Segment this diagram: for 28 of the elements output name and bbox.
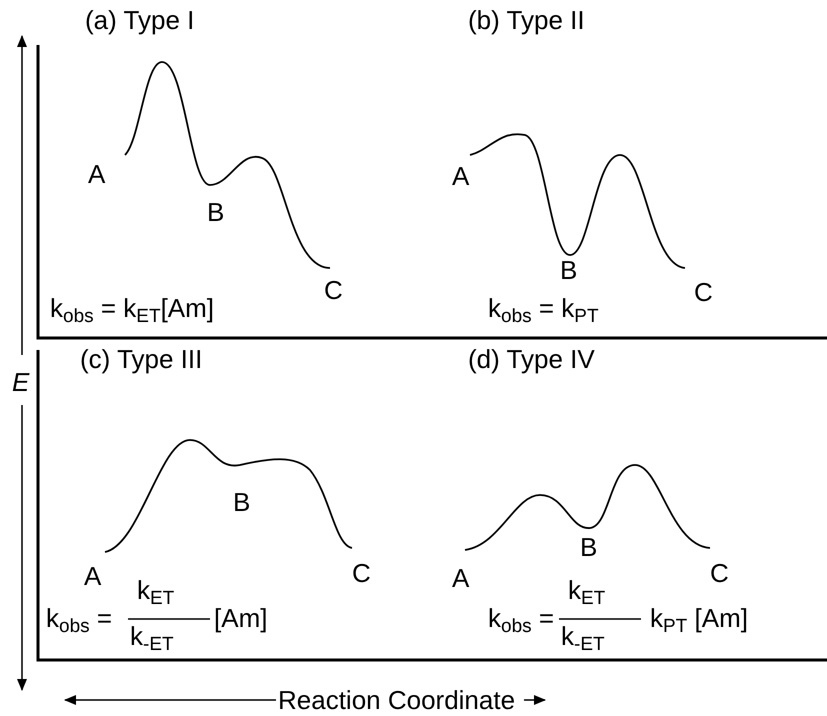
point-label: C [710, 559, 729, 587]
panel-title: (b) Type II [468, 6, 585, 34]
rate-equation: k$_{obs}$ = k$_{PT}$ [488, 294, 599, 322]
fraction-denominator: k$_{-ET}$ [561, 622, 605, 650]
panel-title: (c) Type III [80, 345, 202, 373]
axis-label: Reaction Coordinate [278, 686, 516, 714]
rate-equation: k$_{obs}$ = [488, 604, 554, 632]
point-label: B [207, 198, 224, 226]
point-label: B [233, 488, 250, 516]
point-label: C [352, 559, 371, 587]
point-label: A [88, 160, 106, 188]
rate-equation: k$_{obs}$ = [46, 604, 112, 632]
fraction-denominator: k$_{-ET}$ [130, 622, 174, 650]
point-label: A [84, 562, 102, 590]
panel-title: (a) Type I [85, 6, 194, 34]
panel-title: (d) Type IV [468, 345, 595, 373]
rate-equation: k$_{PT}$ [Am] [650, 604, 748, 632]
axis-label: E [12, 368, 30, 396]
point-label: B [580, 533, 598, 561]
fraction-numerator: k$_{ET}$ [137, 576, 174, 604]
point-label: C [694, 278, 713, 306]
rate-equation: k$_{obs}$ = k$_{ET}$[Am] [50, 294, 214, 322]
point-label: A [452, 564, 470, 592]
point-label: B [560, 256, 578, 284]
fraction-numerator: k$_{ET}$ [568, 576, 606, 604]
point-label: C [324, 276, 343, 304]
point-label: A [452, 162, 470, 190]
rate-equation: [Am] [214, 604, 268, 632]
